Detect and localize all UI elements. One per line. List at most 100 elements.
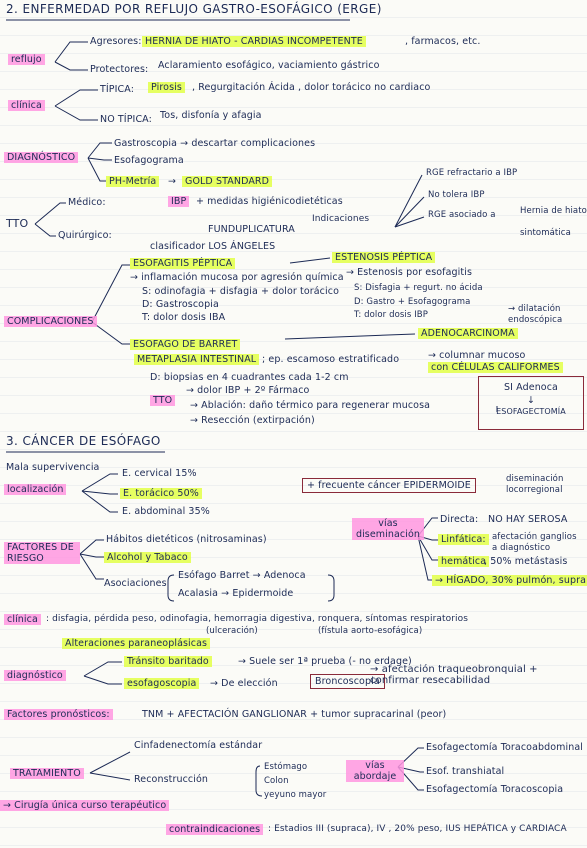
recon-estomago: Estómago [264, 762, 308, 772]
estenosis-5: → dilatación endoscópica [508, 304, 563, 325]
vd-linfatica: Linfática: [438, 534, 489, 545]
medico-rest: + medidas higiénicodietéticas [196, 196, 343, 207]
dx-transito-text: → Suele ser 1ª prueba (- no erdage) [238, 656, 412, 667]
label-complicaciones: COMPLICACIONES [4, 316, 97, 327]
estenosis-3: D: Gastro + Esofagograma [354, 297, 471, 307]
label-tto-barret: TTO [150, 395, 176, 406]
label-quirurgico: Quirúrgico: [58, 230, 112, 241]
celulas-califormes: con CÉLULAS CALIFORMES [428, 362, 563, 373]
esofagitis-1: → inflamación mucosa por agresión químic… [130, 272, 344, 283]
clinica-tail: ronquera, síntomas respiratorios [317, 614, 469, 624]
esofagitis-4: T: dolor dosis IBA [142, 312, 226, 323]
frecuente-epidermoide: + frecuente cáncer EPIDERMOIDE [302, 478, 476, 493]
reconstruccion: Reconstrucción [134, 774, 208, 785]
gold-standard-highlight: GOLD STANDARD [182, 176, 273, 187]
mala-supervivencia: Mala supervivencia [6, 462, 100, 473]
estenosis-1: → Estenosis por esofagitis [346, 267, 473, 278]
ind-asociado: RGE asociado a [428, 210, 496, 220]
fr-acalasia: Acalasia → Epidermoide [178, 588, 294, 599]
clasificador: clasificador LOS ÁNGELES [150, 241, 276, 252]
no-tipica-text: Tos, disfonía y afagia [160, 110, 262, 121]
columnar: → columnar mucoso [428, 350, 526, 361]
loc-cervical: E. cervical 15% [122, 468, 197, 479]
label-no-tipica: NO TÍPICA: [100, 114, 152, 125]
tto-3: → Resección (extirpación) [190, 415, 315, 426]
section-title-erge: 2. ENFERMEDAD POR REFLUJO GASTRO-ESOFÁGI… [6, 2, 382, 16]
vd-linfatica-text: afectación ganglios a diagnóstico [492, 532, 577, 553]
dx-phmetria: PH-Metría [106, 176, 160, 187]
cirugia-unica: → Cirugía única curso terapéutico [0, 800, 170, 811]
tto-1: → dolor IBP + 2º Fármaco [186, 385, 310, 396]
label-diagnostico: DIAGNÓSTICO [4, 152, 79, 163]
label-reflujo: reflujo [8, 54, 45, 65]
va-toracoscopia: Esofagectomía Toracoscopia [426, 784, 564, 795]
va-transhiatal: Esof. transhiatal [426, 766, 505, 777]
adenoca-box: SI Adenoca ↓ ESOFAGECTOMÍA [478, 376, 584, 430]
loc-toracico: E. torácico 50% [120, 488, 202, 499]
contraindicaciones-text: : Estadios III (supraca), IV , 20% peso,… [268, 824, 567, 834]
ind-sintomatica: sintomática [520, 228, 571, 238]
va-toracoabdominal: Esofagectomía Toracoabdominal [426, 742, 584, 753]
label-agresores: Agresores: [90, 36, 142, 47]
dx-broncoscopia-text: → afectación traqueobronquial + confirma… [370, 664, 538, 686]
fr-alcohol: Alcohol y Tabaco [104, 552, 191, 563]
loc-abdominal: E. abdominal 35% [122, 506, 210, 517]
metaplasia-rest: ; ep. escamoso estratificado [262, 354, 400, 365]
dx-phmetria-arrow: → [168, 176, 177, 187]
dx-broncoscopia: Broncoscopia [310, 674, 385, 689]
tto-2: → Ablación: daño térmico para regenerar … [190, 400, 431, 411]
label-tto: TTO [6, 217, 29, 230]
biopsias: D: biopsias en 4 cuadrantes cada 1-2 cm [150, 372, 349, 383]
paraneoplasicas: Alteraciones paraneoplásicas [62, 638, 211, 649]
label-factores-riesgo: FACTORES DE RIESGO [4, 542, 80, 564]
label-tratamiento: TRATAMIENTO [10, 768, 84, 779]
dx-transito: Tránsito baritado [124, 656, 212, 667]
label-vias-abordaje: vías abordaje [346, 760, 404, 782]
adenoca-box-1: SI Adenoca [504, 382, 558, 393]
fr-habitos: Hábitos dietéticos (nitrosaminas) [106, 534, 267, 545]
diseminacion-note: diseminación locorregional [506, 474, 564, 495]
factores-pronosticos-text: TNM + AFECTACIÓN GANGLIONAR + tumor supr… [142, 709, 447, 720]
label-clinica-2: clínica [4, 614, 41, 625]
fr-asociaciones: Asociaciones [104, 578, 167, 589]
estenosis-peptica: ESTENOSIS PÉPTICA [332, 252, 436, 263]
clinica-text: : disfagia, pérdida peso, odinofagia, he… [46, 614, 468, 625]
dx-esofagoscopia: esofagoscopia [124, 678, 200, 689]
recon-colon: Colon [264, 776, 289, 786]
clinica-list: : disfagia, pérdida peso, odinofagia, he… [46, 614, 318, 624]
label-tipica: TÍPICA: [100, 84, 135, 95]
fr-barret: Esófago Barret → Adenoca [178, 570, 306, 581]
esofago-barret: ESOFAGO DE BARRET [130, 339, 241, 350]
clinica-fistula: (fístula aorto-esofágica) [318, 626, 423, 636]
estenosis-4: T: dolor dosis IBP [354, 310, 428, 320]
estenosis-2: S: Disfagia + regurt. no ácida [354, 283, 483, 293]
vd-hematica-text: , 50% metástasis [484, 556, 568, 567]
tipica-rest: , Regurgitación Ácida , dolor torácico n… [192, 82, 431, 93]
vd-hematica: hemática [438, 556, 490, 567]
agresores-rest: , farmacos, etc. [405, 36, 481, 47]
vd-directa-text: NO HAY SEROSA [488, 514, 568, 525]
label-factores-pronosticos: Factores pronósticos: [4, 709, 113, 720]
section-title-cancer: 3. CÁNCER DE ESÓFAGO [6, 434, 161, 448]
label-contraindicaciones: contraindicaciones [166, 824, 264, 835]
dx-esofagoscopia-text: → De elección [210, 678, 278, 689]
ibp-highlight: IBP [168, 196, 190, 207]
vd-directa: Directa: [440, 514, 479, 525]
dx-esofagograma: Esofagograma [114, 155, 184, 166]
metaplasia: METAPLASIA INTESTINAL [134, 354, 260, 365]
adenoca-box-2: ESOFAGECTOMÍA [496, 407, 566, 416]
funduplicatura: FUNDUPLICATURA [208, 224, 295, 235]
esofagitis-3: D: Gastroscopia [142, 299, 219, 310]
dx-gastroscopia: Gastroscopia → descartar complicaciones [114, 138, 316, 149]
vd-higado: → HÍGADO, 30% pulmón, supra [432, 575, 587, 586]
protectores-text: Aclaramiento esofágico, vaciamiento gást… [158, 60, 380, 71]
label-vias-diseminacion: vías diseminación [352, 518, 424, 540]
adenoca-box-arrow: ↓ [526, 395, 536, 406]
pirosis-highlight: Pirosis [148, 82, 185, 93]
linfadenectomia: Cinfadenectomía estándar [134, 740, 263, 751]
adenocarcinoma: ADENOCARCINOMA [418, 328, 518, 339]
